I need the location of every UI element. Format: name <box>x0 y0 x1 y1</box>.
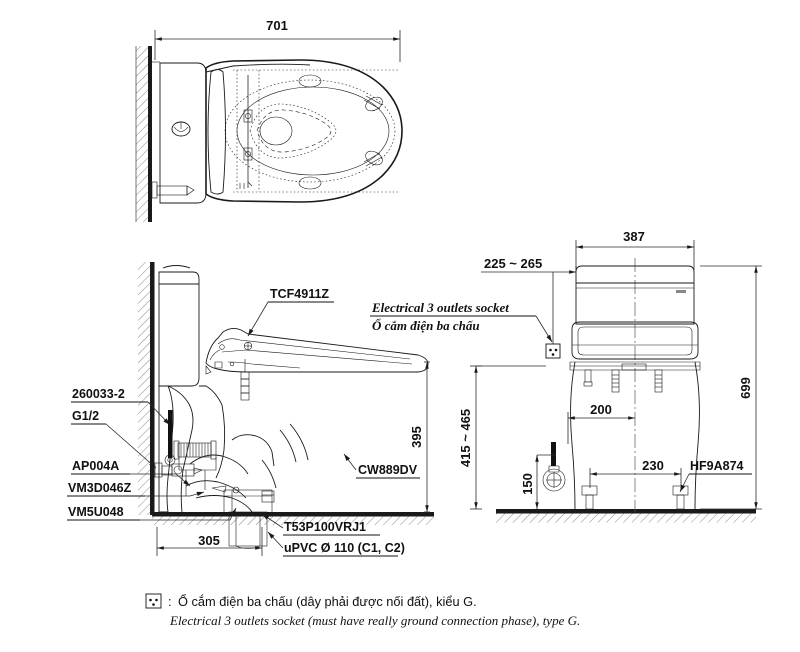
label-cw889dv: CW889DV <box>343 453 420 479</box>
front-view-washlet <box>571 321 699 360</box>
dimension-701-value: 701 <box>266 18 288 33</box>
electrical-socket-icon-front <box>545 343 561 359</box>
front-view-tank <box>575 265 695 325</box>
side-view-floor <box>152 512 434 525</box>
legend-socket-icon <box>145 593 162 609</box>
label-vm5u048-text: VM5U048 <box>68 505 124 519</box>
label-ap004a-text: AP004A <box>72 459 119 473</box>
dimension-387-value: 387 <box>623 229 645 244</box>
label-upvc: uPVC Ø 110 (C1, C2) <box>267 531 405 557</box>
label-260033-2: 260033-2 <box>71 387 171 426</box>
dimension-305-value: 305 <box>198 533 220 548</box>
side-view-fill-valve <box>173 440 217 496</box>
socket-note: Electrical 3 outlets socket Ổ cắm điện b… <box>370 300 553 343</box>
label-g12: G1/2 <box>71 409 157 469</box>
top-view-hinge-strip <box>207 69 226 195</box>
legend: : Ổ cắm điện ba chấu (dây phải được nối … <box>145 593 580 628</box>
side-view-washlet-hose <box>240 359 250 401</box>
dimension-305: 305 <box>156 527 263 556</box>
dimension-200: 200 <box>567 402 635 444</box>
label-t53p100vrj1: T53P100VRJ1 <box>261 513 380 536</box>
label-tcf4911z: TCF4911Z <box>247 287 334 337</box>
side-view-supply-hose <box>164 410 176 466</box>
dimension-415-465-value: 415 ~ 465 <box>458 409 473 467</box>
dimension-699-value: 699 <box>738 377 753 399</box>
socket-note-vi: Ổ cắm điện ba chấu <box>372 318 480 333</box>
side-view-tank <box>158 265 200 387</box>
front-view-feet <box>581 485 689 510</box>
side-view-floor-flange <box>223 489 275 549</box>
label-vm5u048: VM5U048 <box>67 505 237 521</box>
dimension-200-value: 200 <box>590 402 612 417</box>
front-view: 387 225 ~ 265 415 ~ 465 699 <box>458 229 762 523</box>
label-hf9a874-text: HF9A874 <box>690 459 744 473</box>
label-tcf4911z-text: TCF4911Z <box>270 287 329 301</box>
dimension-387: 387 <box>575 229 695 270</box>
top-view: 701 <box>135 18 403 222</box>
front-view-mounting-hardware <box>569 361 701 393</box>
front-view-floor <box>496 509 756 523</box>
top-view-mounting-holes <box>298 74 383 190</box>
label-cw889dv-text: CW889DV <box>358 463 418 477</box>
legend-separator: : <box>168 594 172 609</box>
dimension-395-value: 395 <box>409 426 424 448</box>
side-view: 395 305 TCF4911Z 260033-2 G1/2 <box>67 262 434 557</box>
label-g12-text: G1/2 <box>72 409 99 423</box>
label-upvc-text: uPVC Ø 110 (C1, C2) <box>284 541 405 555</box>
dimension-395: 395 <box>409 361 430 513</box>
dimension-415-465: 415 ~ 465 <box>458 365 546 510</box>
top-view-wall <box>135 46 152 222</box>
legend-line-en: Electrical 3 outlets socket (must have r… <box>169 613 580 628</box>
dimension-150-value: 150 <box>520 473 535 495</box>
label-hf9a874: HF9A874 <box>679 459 752 493</box>
top-view-supply-fitting <box>151 181 195 199</box>
label-t53p100vrj1-text: T53P100VRJ1 <box>284 520 366 534</box>
front-view-pedestal <box>570 361 700 510</box>
dimension-225-265-value: 225 ~ 265 <box>484 256 542 271</box>
side-view-wall <box>138 262 155 515</box>
legend-line-vi: Ổ cắm điện ba chấu (dây phải được nối đấ… <box>178 594 477 609</box>
label-260033-2-text: 260033-2 <box>72 387 125 401</box>
label-vm3d046z-text: VM3D046Z <box>68 481 132 495</box>
dimension-225-265: 225 ~ 265 <box>481 256 577 344</box>
socket-note-en: Electrical 3 outlets socket <box>371 300 509 315</box>
top-view-bowl-outline <box>205 59 403 203</box>
side-view-angle-valve <box>154 462 203 478</box>
top-view-construction-lines <box>233 69 400 193</box>
dimension-699: 699 <box>700 265 762 510</box>
label-ap004a: AP004A <box>71 459 191 487</box>
dimension-701: 701 <box>154 18 401 62</box>
dimension-230-value: 230 <box>642 458 664 473</box>
front-view-angle-valve <box>542 442 566 492</box>
label-vm3d046z: VM3D046Z <box>67 481 205 497</box>
dimension-150: 150 <box>520 454 556 509</box>
